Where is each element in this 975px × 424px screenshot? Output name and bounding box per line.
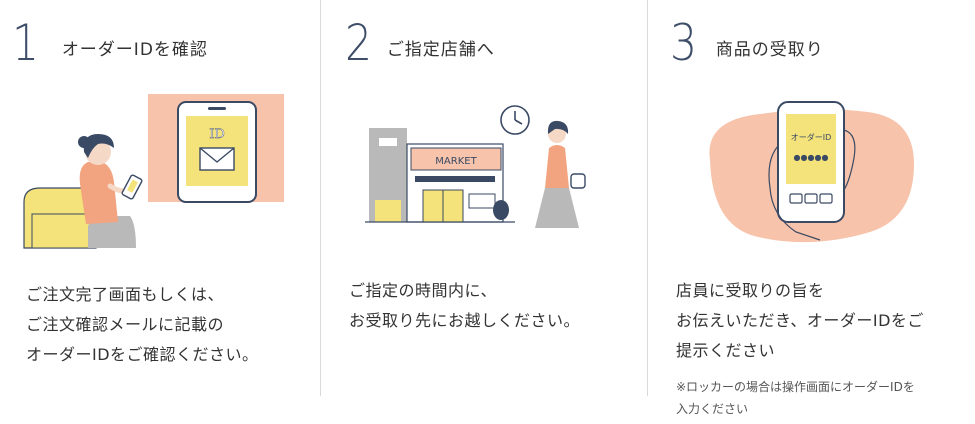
locker-note: ※ロッカーの場合は操作画面にオーダーIDを 入力ください: [676, 376, 915, 420]
hand-holding-phone-image: オーダーID ●●●●●: [709, 101, 914, 243]
step-title: オーダーIDを確認: [61, 40, 208, 60]
step-description: ご注文完了画面もしくは、 ご注文確認メールに記載の オーダーIDをご確認ください…: [26, 280, 259, 370]
step-header: 3 商品の受取り: [670, 18, 824, 78]
description-line: ご注文確認メールに記載の: [26, 315, 225, 334]
store-and-walking-woman-image: MARKET: [365, 105, 586, 228]
step-number: 3: [670, 14, 698, 72]
step-divider: [320, 0, 321, 396]
step-2: 2 ご指定店舗へ MARKET: [321, 0, 647, 424]
note-line: 入力ください: [676, 402, 749, 416]
description-line: 提示ください: [676, 341, 776, 360]
step-description: ご指定の時間内に、 お受取り先にお越しください。: [349, 276, 580, 336]
step-title: ご指定店舗へ: [386, 40, 495, 60]
step-divider: [647, 0, 648, 396]
step-number: 2: [345, 14, 373, 72]
description-line: オーダーIDをご確認ください。: [26, 345, 259, 364]
step-title: 商品の受取り: [715, 40, 824, 60]
woman-on-sofa-with-phone-image: ID: [23, 94, 284, 249]
phone-code: ●●●●●: [794, 153, 829, 162]
receive-item-illustration: オーダーID ●●●●●: [700, 100, 925, 250]
description-line: お受取り先にお越しください。: [349, 311, 581, 330]
check-order-id-illustration: ID: [22, 92, 290, 252]
store-sign: MARKET: [435, 156, 477, 167]
description-line: 店員に受取りの旨を: [676, 281, 825, 300]
phone-label: オーダーID: [791, 132, 832, 142]
step-header: 1 オーダーIDを確認: [12, 18, 208, 78]
step-number: 1: [12, 14, 40, 72]
description-line: お伝えいただき、オーダーIDをご: [676, 311, 924, 330]
description-line: ご注文完了画面もしくは、: [26, 285, 225, 304]
step-3: 3 商品の受取り オーダーID ●●●●● 店員に受取りの旨を お伝えいただき、…: [648, 0, 975, 424]
go-to-store-illustration: MARKET: [365, 104, 605, 234]
description-line: ご指定の時間内に、: [349, 281, 498, 300]
step-header: 2 ご指定店舗へ: [345, 18, 495, 78]
note-line: ※ロッカーの場合は操作画面にオーダーIDを: [676, 380, 915, 394]
step-description: 店員に受取りの旨を お伝えいただき、オーダーIDをご 提示ください: [676, 276, 924, 366]
id-label: ID: [209, 127, 225, 142]
step-1: 1 オーダーIDを確認 ID: [0, 0, 320, 424]
